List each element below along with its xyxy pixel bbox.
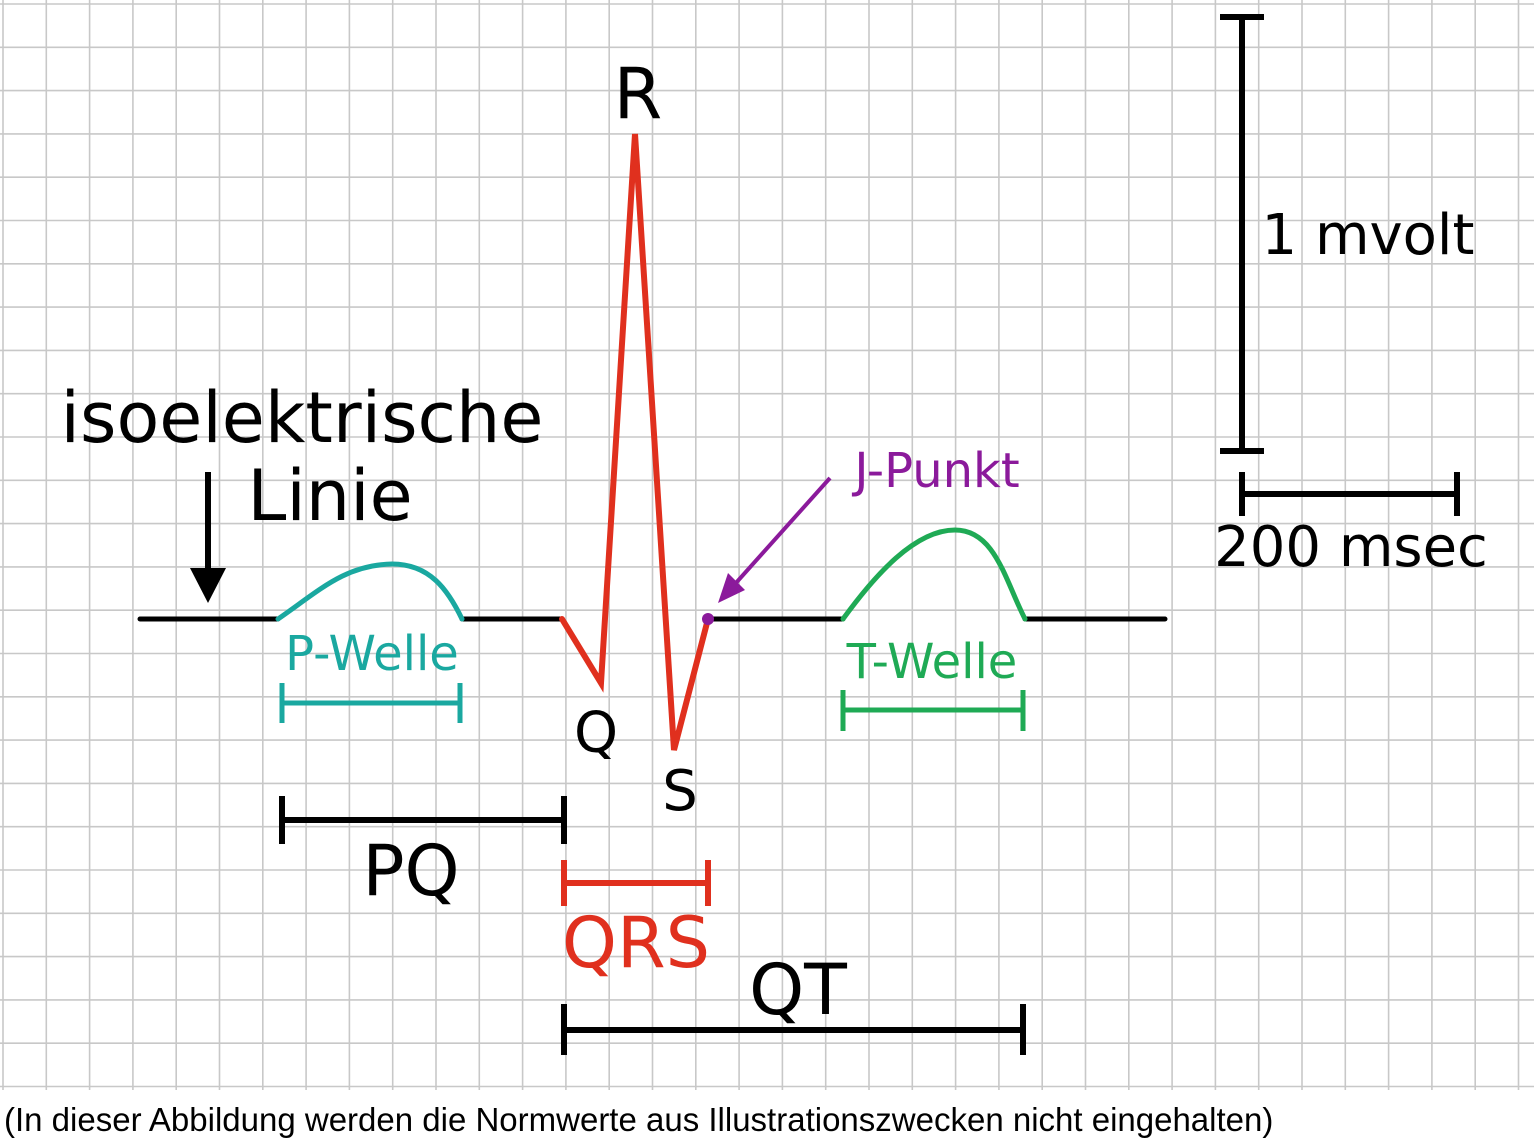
p-wave-bracket <box>279 683 463 723</box>
t-wave-curve <box>840 527 1028 622</box>
voltage-scale-bar <box>1220 14 1264 454</box>
time-scale-label: 200 msec <box>1214 515 1488 580</box>
isoelectric-line-label-1: isoelektrische <box>61 377 544 459</box>
s-point-label: S <box>662 759 698 824</box>
qrs-label: QRS <box>562 902 710 984</box>
p-wave-label: P-Welle <box>285 626 459 682</box>
j-point-label: J-Punkt <box>851 443 1019 499</box>
voltage-scale-label: 1 mvolt <box>1262 203 1475 268</box>
p-wave-curve <box>275 561 465 622</box>
figure-caption: (In dieser Abbildung werden die Normwert… <box>4 1101 1273 1138</box>
time-scale-bar <box>1239 472 1460 516</box>
j-point-marker <box>702 613 714 625</box>
t-wave-bracket <box>840 690 1026 731</box>
qt-interval-bracket <box>561 1004 1026 1055</box>
t-wave-label: T-Welle <box>846 634 1018 690</box>
pq-interval-bracket <box>279 796 567 844</box>
pq-label: PQ <box>362 830 459 912</box>
qrs-interval-bracket <box>561 860 711 906</box>
j-point-arrow-head <box>718 573 745 603</box>
qt-label: QT <box>749 949 847 1031</box>
ecg-grid <box>0 0 1534 1090</box>
q-point-label: Q <box>574 701 618 766</box>
j-point-arrow-shaft <box>733 476 832 586</box>
qrs-complex <box>559 133 711 751</box>
r-peak-label: R <box>614 53 663 135</box>
isoelectric-line-label-2: Linie <box>247 455 412 537</box>
isoelectric-arrow-head <box>190 568 226 603</box>
